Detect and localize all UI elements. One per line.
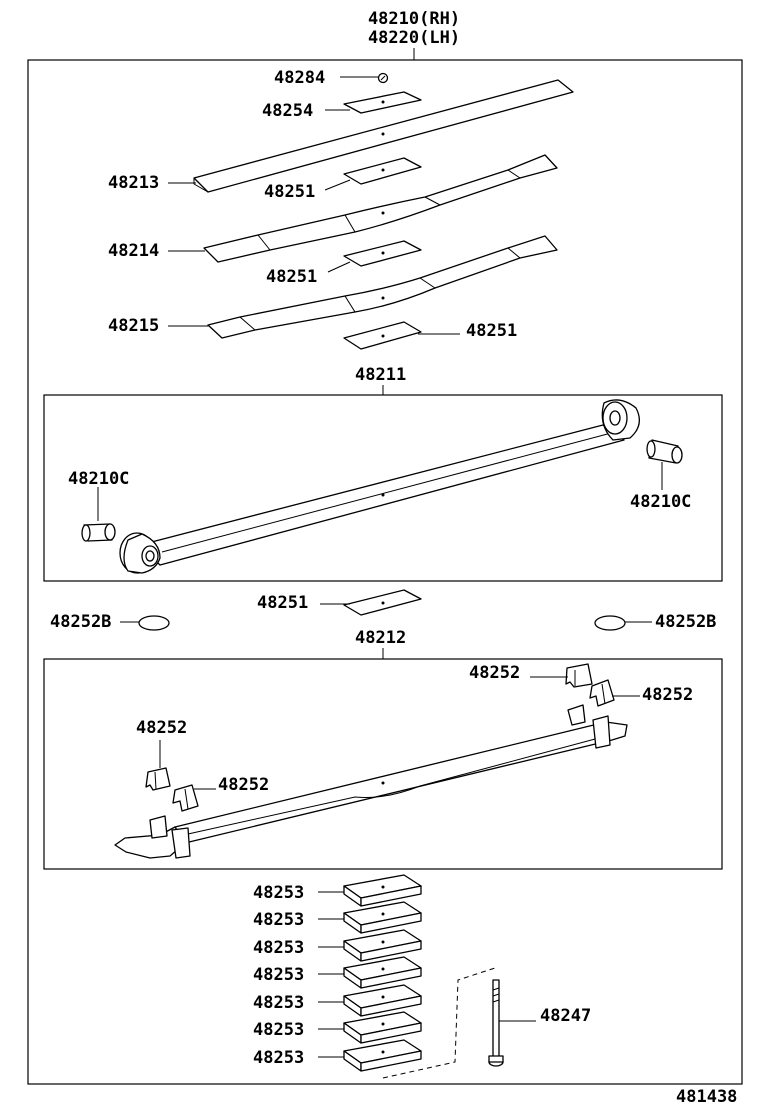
label-48253-1: 48253: [253, 883, 304, 903]
label-48253-6: 48253: [253, 1020, 304, 1040]
label-48251-d: 48251: [257, 593, 308, 613]
label-48254: 48254: [262, 101, 313, 121]
part-48247-center-bolt[interactable]: [488, 979, 504, 1067]
label-48210c-right: 48210C: [630, 492, 691, 512]
box-48212: [43, 658, 723, 870]
label-48251-a: 48251: [264, 182, 315, 202]
label-48252b-right: 48252B: [655, 612, 716, 632]
part-48253-plate-4[interactable]: [343, 956, 422, 989]
part-48252b-pad-right[interactable]: [594, 615, 626, 631]
leader-48251-a: [324, 179, 351, 191]
label-48251-b: 48251: [266, 267, 317, 287]
label-48215: 48215: [108, 316, 159, 336]
part-48254-plate[interactable]: [343, 91, 422, 114]
part-48251-plate-d[interactable]: [343, 589, 422, 616]
part-48214-leaf[interactable]: [203, 154, 558, 263]
part-48252-clip-top[interactable]: [565, 663, 593, 688]
part-48215-leaf[interactable]: [207, 235, 558, 339]
outer-frame: [27, 59, 743, 1085]
label-48252b-left: 48252B: [50, 612, 111, 632]
label-48213: 48213: [108, 173, 159, 193]
part-48252-clip-left-bottom[interactable]: [172, 784, 199, 812]
label-48252-top: 48252: [469, 663, 520, 683]
diagram-id: 481438: [676, 1087, 737, 1107]
label-48284: 48284: [274, 68, 325, 88]
part-48210c-bushing-right[interactable]: [646, 439, 683, 464]
box-48211: [43, 394, 723, 582]
label-48253-2: 48253: [253, 910, 304, 930]
part-48253-plate-7[interactable]: [343, 1039, 422, 1072]
part-48252b-pad-left[interactable]: [138, 615, 170, 631]
part-48212-helper-leaf[interactable]: [114, 704, 628, 859]
part-48210c-bushing-left[interactable]: [81, 523, 116, 542]
part-48253-plate-5[interactable]: [343, 984, 422, 1017]
bolt-alignment-guide: [382, 967, 496, 1079]
assembly-number-rh: 48210(RH): [368, 9, 460, 29]
part-48253-plate-3[interactable]: [343, 929, 422, 962]
part-48284-nut[interactable]: [377, 72, 389, 84]
part-48251-plate-c[interactable]: [343, 321, 422, 350]
part-48251-plate-a[interactable]: [343, 157, 422, 185]
label-48253-5: 48253: [253, 993, 304, 1013]
label-48212: 48212: [355, 628, 406, 648]
part-48252-clip-right[interactable]: [589, 679, 615, 707]
part-48252-clip-left-top[interactable]: [145, 767, 171, 791]
label-48253-4: 48253: [253, 965, 304, 985]
label-48252-left-top: 48252: [136, 718, 187, 738]
label-48210c-left: 48210C: [68, 469, 129, 489]
part-48253-plate-1[interactable]: [343, 874, 422, 907]
label-48211: 48211: [355, 365, 406, 385]
label-48251-c: 48251: [466, 321, 517, 341]
label-48247: 48247: [540, 1006, 591, 1026]
label-48253-3: 48253: [253, 938, 304, 958]
part-48213-leaf[interactable]: [193, 79, 574, 193]
label-48252-left-bottom: 48252: [218, 775, 269, 795]
part-48251-plate-b[interactable]: [343, 240, 422, 267]
part-48253-plate-2[interactable]: [343, 901, 422, 934]
leader-48251-b: [327, 261, 351, 273]
assembly-number-lh: 48220(LH): [368, 28, 460, 48]
label-48253-7: 48253: [253, 1048, 304, 1068]
label-48252-right: 48252: [642, 685, 693, 705]
label-48214: 48214: [108, 241, 159, 261]
part-48211-main-leaf[interactable]: [119, 399, 641, 574]
part-48253-plate-6[interactable]: [343, 1011, 422, 1044]
